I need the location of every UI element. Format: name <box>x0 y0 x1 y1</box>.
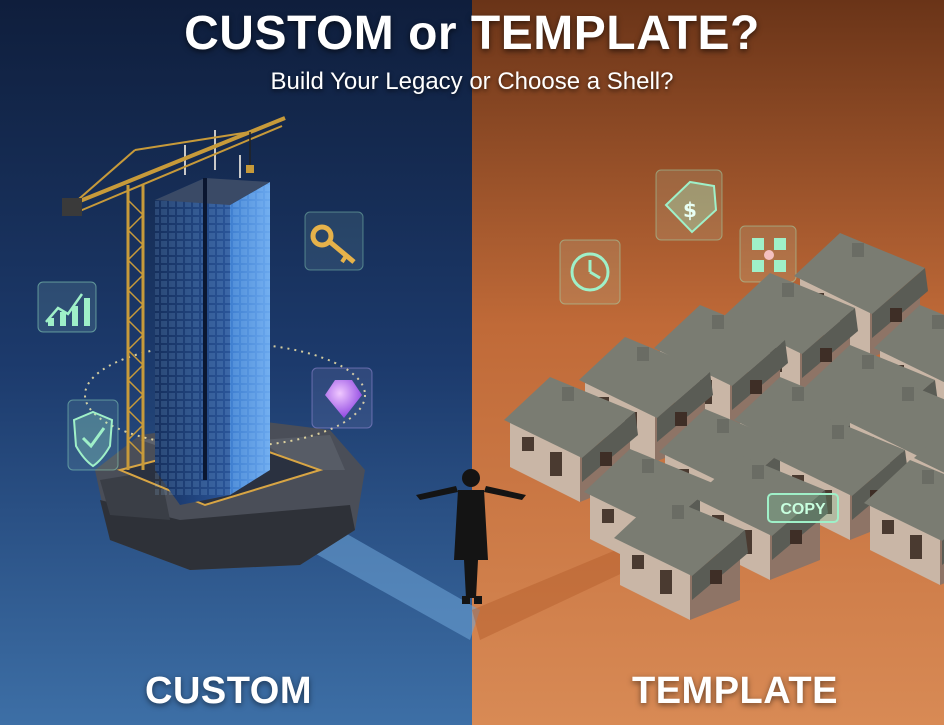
page-subtitle: Build Your Legacy or Choose a Shell? <box>270 68 674 95</box>
price-tag-icon: $ <box>655 169 723 241</box>
custom-label: CUSTOM <box>145 670 312 712</box>
clock-icon <box>559 239 621 305</box>
left-floor-path <box>300 530 480 640</box>
svg-text:$: $ <box>683 198 697 222</box>
house <box>504 377 638 502</box>
network-icon <box>739 225 797 283</box>
gem-icon <box>311 367 373 429</box>
house <box>864 460 944 585</box>
house <box>614 495 748 620</box>
key-icon <box>304 211 364 271</box>
template-label: TEMPLATE <box>632 670 838 712</box>
right-floor-path <box>472 540 650 640</box>
copy-badge: COPY <box>767 493 839 523</box>
growth-chart-icon <box>37 281 97 333</box>
skyscraper <box>155 130 270 505</box>
crane-counterweight <box>62 198 82 216</box>
page-title: CUSTOM or TEMPLATE? <box>184 7 760 60</box>
copy-badge-text: COPY <box>780 501 826 518</box>
construction-crane <box>69 116 286 470</box>
shield-check-icon <box>67 399 119 471</box>
standing-person <box>416 469 526 604</box>
template-houses <box>504 233 944 620</box>
